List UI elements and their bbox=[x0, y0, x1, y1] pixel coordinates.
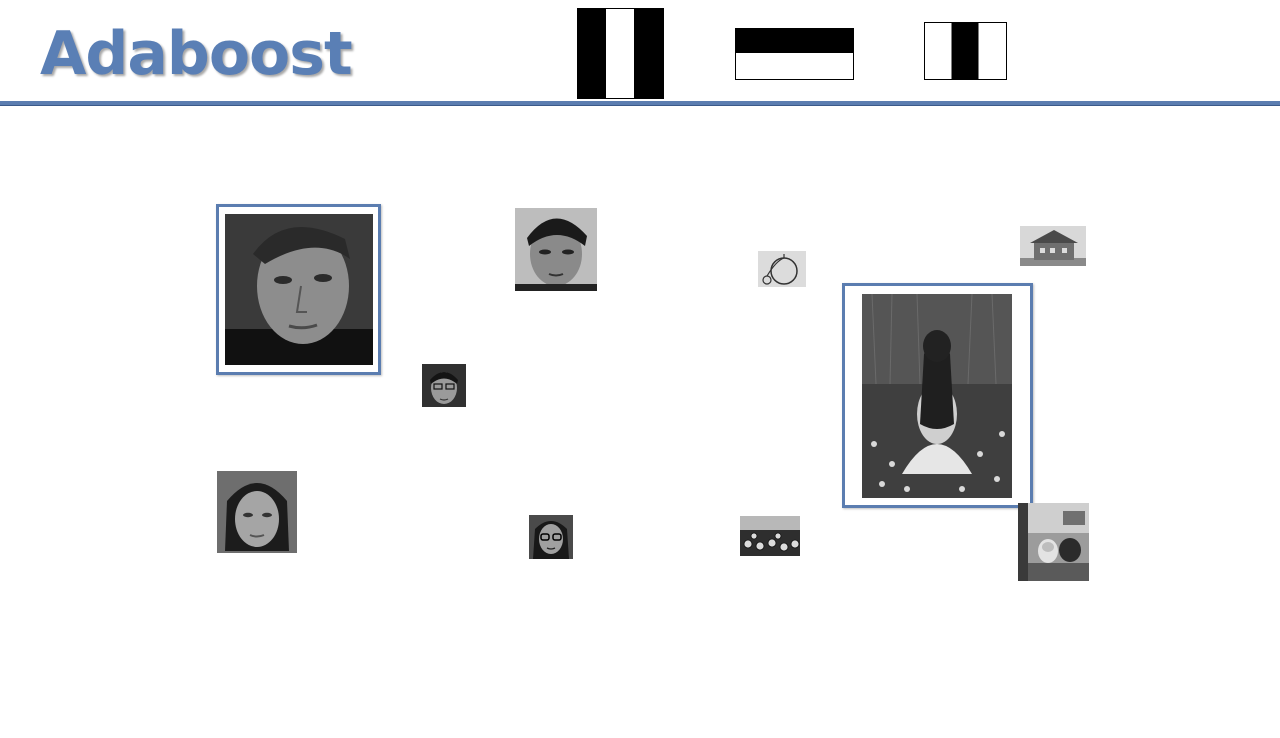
sunflower-field bbox=[740, 516, 800, 556]
face-man-medium bbox=[515, 208, 597, 291]
face-woman-glasses-small bbox=[529, 515, 573, 559]
slide-title: Adaboost bbox=[40, 19, 353, 89]
haar-feature-horizontal-two-rect bbox=[735, 28, 854, 80]
dogs-at-window bbox=[1018, 503, 1089, 581]
girl-in-field-large bbox=[862, 294, 1012, 498]
haar-feature-vertical-three-rect bbox=[577, 8, 664, 99]
face-woman bbox=[217, 471, 297, 553]
title-underline bbox=[0, 101, 1280, 106]
highlighted-non-face-frame bbox=[842, 283, 1033, 508]
penny-farthing-bicycle bbox=[758, 251, 806, 287]
haar-feature-vertical-three-rect-inverted bbox=[924, 22, 1007, 80]
highlighted-face-frame bbox=[216, 204, 381, 375]
house-image bbox=[1020, 226, 1086, 266]
face-man-glasses-small bbox=[422, 364, 466, 407]
face-young-man-large bbox=[225, 214, 373, 365]
